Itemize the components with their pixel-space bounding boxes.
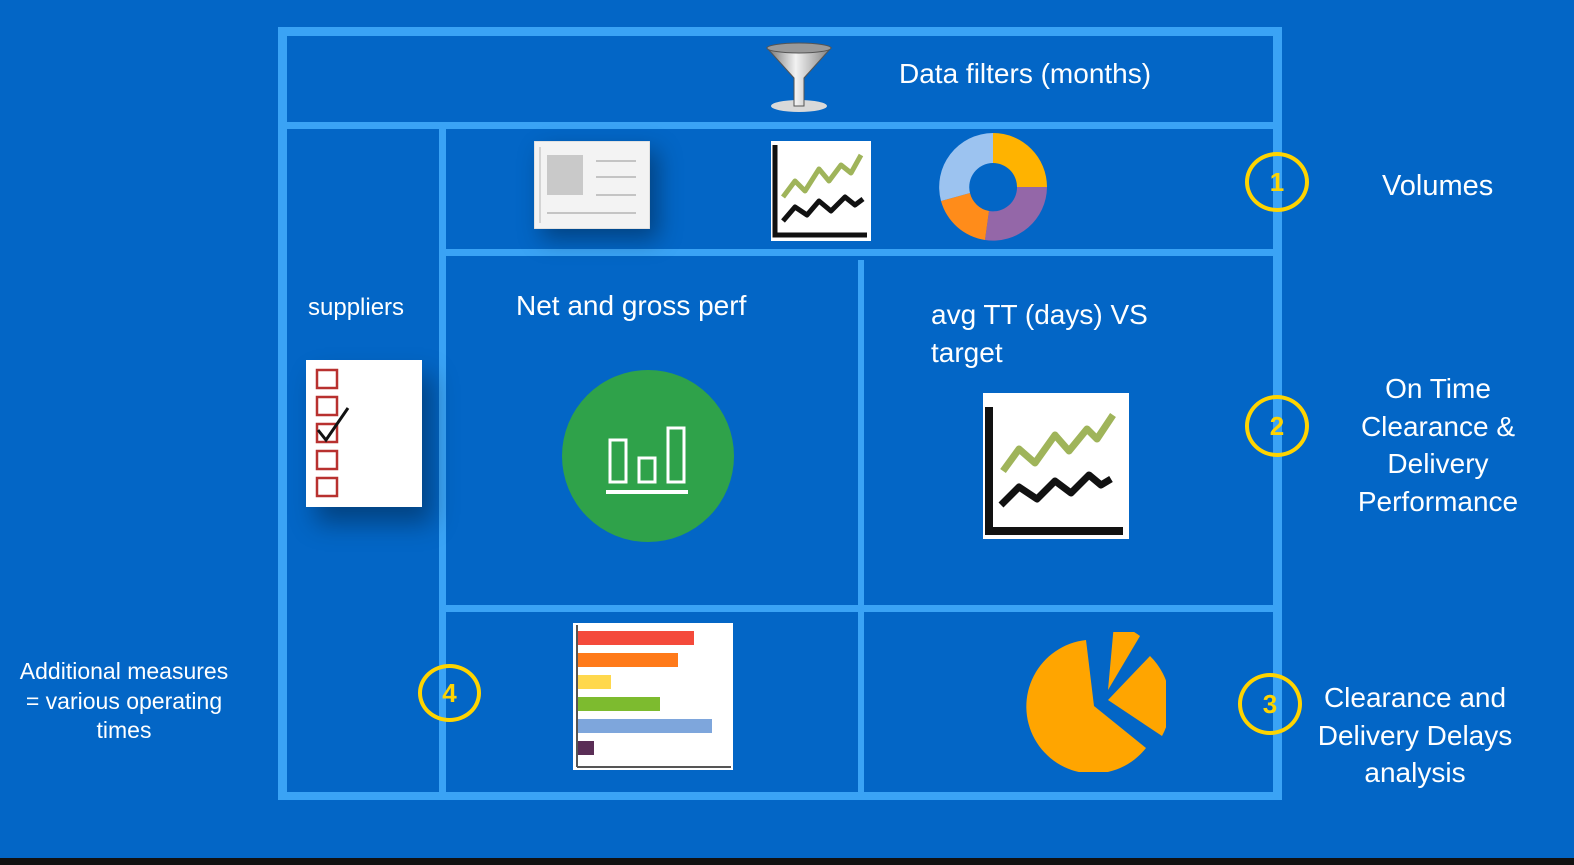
bar-chart-circle-icon: [562, 370, 734, 542]
pie-chart-icon: [1026, 632, 1166, 772]
badge-2: 2: [1245, 395, 1309, 457]
delays-label-line1: Clearance and: [1323, 682, 1507, 713]
ontime-label-line2: Clearance &: [1360, 410, 1516, 442]
delays-label: Clearance and Delivery Delays analysis: [1300, 679, 1530, 792]
filter-title: Data filters (months): [899, 58, 1152, 89]
horizontal-bar-chart-icon: [573, 623, 733, 770]
additional-label-line3: times: [96, 717, 152, 743]
ontime-label: On Time Clearance & Delivery Performance: [1333, 370, 1543, 520]
badge-1: 1: [1245, 152, 1309, 212]
frame-divider-volumes: [439, 249, 1282, 256]
suppliers-label: suppliers: [308, 294, 405, 321]
bottom-bar: [0, 858, 1574, 865]
volumes-label: Volumes: [1382, 170, 1494, 202]
frame-divider-middle: [858, 260, 864, 800]
frame-left: [278, 27, 287, 800]
report-icon: [534, 141, 650, 229]
avg-tt-label-line2: target: [931, 337, 1003, 368]
large-line-chart-icon: [983, 393, 1129, 539]
frame-divider-filter: [278, 122, 1282, 129]
delays-label-line2: Delivery Delays: [1317, 719, 1513, 751]
ontime-label-line1: On Time: [1385, 373, 1491, 404]
frame-divider-suppliers: [439, 122, 446, 800]
avg-tt-label-line1: avg TT (days) VS: [931, 299, 1148, 330]
frame-top: [278, 27, 1282, 36]
delays-label-line3: analysis: [1364, 757, 1466, 788]
badge-4: 4: [418, 664, 481, 722]
additional-measures-label: Additional measures = various operating …: [4, 657, 244, 746]
additional-label-line2: = various operating: [25, 687, 223, 714]
ontime-label-line3: Delivery: [1387, 448, 1489, 479]
net-gross-label: Net and gross perf: [516, 290, 747, 321]
donut-chart-icon: [937, 131, 1049, 243]
frame-divider-lower: [439, 605, 1282, 612]
additional-label-line1: Additional measures: [19, 658, 229, 684]
avg-tt-label: avg TT (days) VS target: [931, 296, 1148, 372]
ontime-label-line4: Performance: [1357, 485, 1519, 517]
funnel-icon: [764, 42, 834, 114]
badge-3: 3: [1238, 673, 1302, 735]
frame-bottom: [278, 792, 1282, 800]
line-chart-icon: [771, 141, 871, 241]
checklist-icon: [306, 360, 422, 507]
